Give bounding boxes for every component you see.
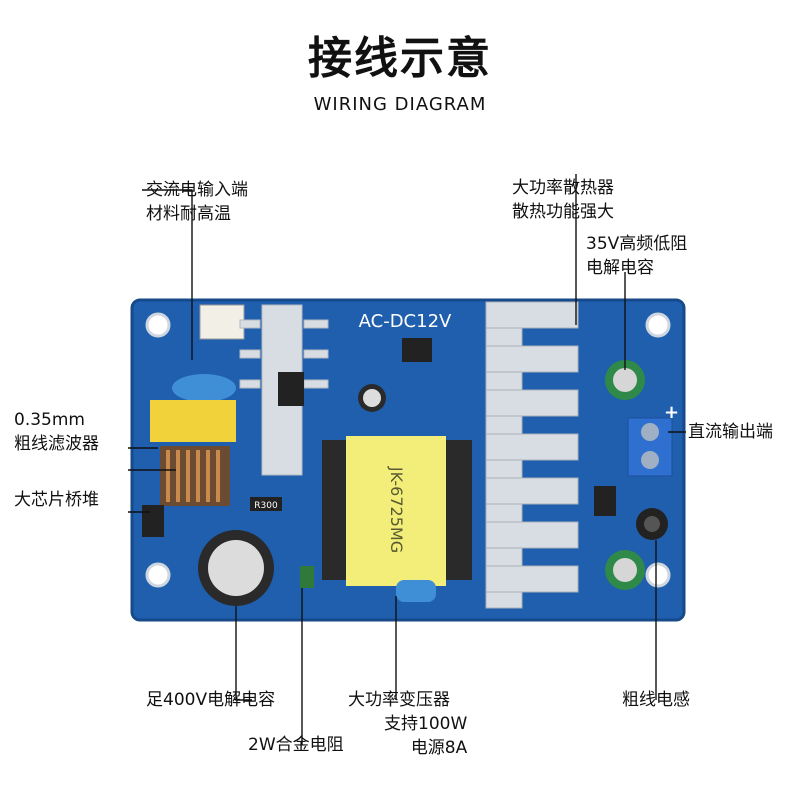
bridge-callout: 大芯片桥堆 [14,488,99,512]
heatsink-line-2: 散热功能强大 [512,202,614,222]
leader-lines [128,174,686,745]
inductor-line-1: 粗线电感 [622,690,690,710]
mounting-holes [145,312,671,588]
bridge-line-1: 大芯片桥堆 [14,490,99,510]
dc-output-line-1: 直流输出端 [688,422,773,442]
main-heatsink [485,301,579,609]
ac-input-line-1: 交流电输入端 [146,180,248,200]
ac-input-connector [199,304,245,340]
transformer-label: JK-6725MG [387,466,406,553]
input-cap-callout: 足400V电解电容 [146,688,275,712]
transformer-line-3: 电源8A [410,738,468,758]
ic-chip [402,338,432,362]
safety-capacitor [150,400,236,442]
alloy-resistor [250,497,282,511]
y-capacitor [396,580,436,602]
output-cap-line-2: 电解电容 [586,258,654,278]
resistor-text: R300 [254,501,278,511]
small-resistor [300,566,314,588]
output-cap-line-1: 35V高频低阻 [586,234,688,254]
transformer-callout: 大功率变压器 支持100W 电源8A [348,688,467,760]
plus-sign: + [664,402,679,423]
heatsink-line-1: 大功率散热器 [512,178,614,198]
resistor-callout: 2W合金电阻 [248,733,344,757]
heatsink-callout: 大功率散热器 散热功能强大 [512,176,614,224]
filter-inductor [160,446,230,506]
resistor-line-1: 2W合金电阻 [248,735,344,755]
mosfet [278,372,304,406]
x-capacitor [172,374,236,402]
model-label: AC-DC12V [359,311,452,332]
page-title: 接线示意 [308,33,492,84]
inductor-callout: 粗线电感 [622,688,690,712]
bridge-rectifier [142,505,164,537]
ac-input-line-2: 材料耐高温 [146,204,231,224]
filter-callout: 0.35mm 粗线滤波器 [14,408,99,456]
schottky-diode [594,486,616,516]
input-cap-line-1: 足400V电解电容 [146,690,276,710]
transformer-line-2: 支持100W [384,714,468,734]
filter-line-1: 0.35mm [14,410,85,430]
output-cap-callout: 35V高频低阻 电解电容 [586,232,687,280]
dc-output-callout: 直流输出端 [688,420,773,444]
transformer-line-1: 大功率变压器 [348,690,450,710]
ac-input-callout: 交流电输入端 材料耐高温 [146,178,248,226]
transformer [346,436,446,586]
page-subtitle: WIRING DIAGRAM [313,94,487,115]
filter-line-2: 粗线滤波器 [14,434,99,454]
